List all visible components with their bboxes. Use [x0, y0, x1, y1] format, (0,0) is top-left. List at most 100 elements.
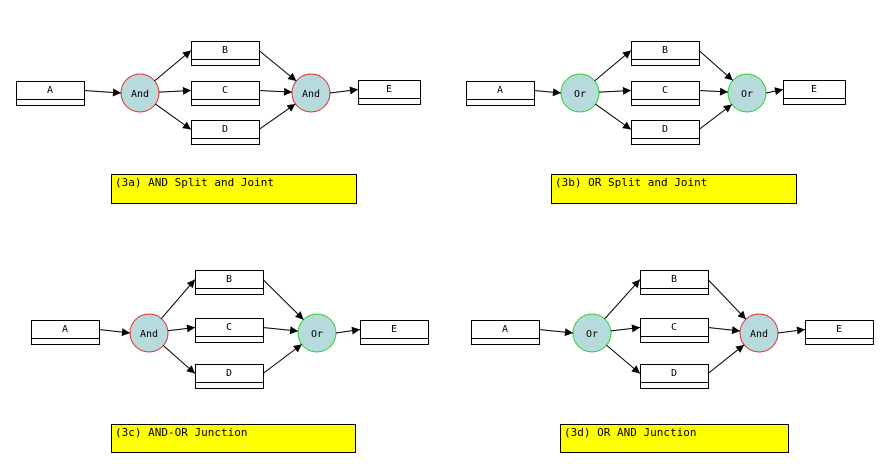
split-gate-or: Or [560, 73, 600, 113]
task-c: C [640, 318, 709, 343]
join-gate-or: Or [727, 73, 767, 113]
task-label: E [386, 84, 392, 95]
task-label: C [226, 322, 232, 333]
task-a: A [466, 81, 535, 106]
edge-split-d [162, 345, 196, 374]
task-box [640, 318, 709, 343]
edge-split-b [161, 279, 196, 319]
edge-b-join [262, 279, 304, 320]
diagram-4: A B C D E Or And (3d) OR AND Junction [471, 270, 874, 453]
task-a: A [471, 320, 540, 345]
diagram-1: A B C D E And And (3a) AND Split and Joint [16, 41, 421, 204]
edge-c-join [698, 87, 729, 96]
edge-split-d [155, 103, 192, 130]
task-box [31, 320, 100, 345]
task-label: C [222, 85, 228, 96]
edge-split-b [154, 50, 192, 82]
task-box [195, 318, 264, 343]
edge-split-c [610, 324, 641, 333]
caption-text: (3b) OR Split and Joint [555, 176, 707, 189]
edge-join-e [777, 326, 806, 335]
task-box [640, 364, 709, 389]
edge-b-join [707, 279, 747, 320]
gate-label: Or [311, 329, 323, 340]
join-gate-or: Or [297, 313, 337, 353]
join-gate-and: And [291, 73, 331, 113]
edge-d-join [707, 344, 745, 374]
task-label: B [671, 274, 677, 285]
split-gate-or: Or [572, 313, 612, 353]
edge-c-join [262, 326, 299, 335]
task-label: A [47, 85, 53, 96]
task-c: C [195, 318, 264, 343]
edge-split-b [594, 50, 632, 82]
task-label: D [222, 124, 228, 135]
task-box [631, 120, 700, 145]
task-label: D [226, 368, 232, 379]
task-b: B [191, 41, 260, 66]
task-label: C [671, 322, 677, 333]
task-b: B [631, 41, 700, 66]
task-box [471, 320, 540, 345]
task-label: B [226, 274, 232, 285]
task-label: E [836, 324, 842, 335]
task-a: A [31, 320, 100, 345]
gate-label: And [750, 329, 768, 340]
task-label: A [502, 324, 508, 335]
task-label: D [671, 368, 677, 379]
task-e: E [783, 80, 846, 105]
task-box [360, 320, 429, 345]
caption-text: (3d) OR AND Junction [564, 426, 696, 439]
task-d: D [195, 364, 264, 389]
caption-box [111, 174, 357, 204]
edge-d-join [698, 104, 733, 130]
task-label: E [811, 84, 817, 95]
task-label: E [391, 324, 397, 335]
caption-box [560, 424, 789, 453]
edge-a-split [98, 328, 131, 337]
task-box [191, 41, 260, 66]
task-label: B [222, 45, 228, 56]
gate-label: And [140, 329, 158, 340]
caption: (3b) OR Split and Joint [551, 174, 797, 204]
task-box [191, 81, 260, 106]
caption: (3a) AND Split and Joint [111, 174, 357, 204]
edge-a-split [83, 88, 122, 97]
edge-join-e [765, 87, 784, 96]
task-box [195, 364, 264, 389]
edge-split-d [606, 344, 641, 374]
split-gate-and: And [120, 73, 160, 113]
gate-label: Or [586, 329, 598, 340]
edge-b-join [258, 50, 297, 82]
task-d: D [191, 120, 260, 145]
join-gate-and: And [739, 313, 779, 353]
task-c: C [191, 81, 260, 106]
diagram-2: A BC D E Or Or (3b) OR Split and Joint [466, 41, 846, 204]
task-b: B [640, 270, 709, 295]
task-c: C [631, 81, 700, 106]
task-box [783, 80, 846, 105]
gate-label: Or [741, 89, 753, 100]
edge-a-split [533, 88, 562, 97]
task-box [16, 81, 85, 106]
task-box [640, 270, 709, 295]
gate-label: And [131, 89, 149, 100]
diagram-3: A B C D E And Or (3c) AND-OR Junction [31, 270, 429, 453]
task-e: E [358, 80, 421, 105]
task-box [466, 81, 535, 106]
caption-text: (3a) AND Split and Joint [115, 176, 274, 189]
gate-label: Or [574, 89, 586, 100]
caption: (3c) AND-OR Junction [111, 424, 356, 453]
edge-c-join [707, 326, 741, 335]
task-box [195, 270, 264, 295]
task-label: D [662, 124, 668, 135]
task-box [631, 81, 700, 106]
edge-join-e [329, 86, 359, 95]
task-e: E [805, 320, 874, 345]
task-box [631, 41, 700, 66]
edge-b-join [698, 50, 734, 81]
task-label: A [497, 85, 503, 96]
gate-label: And [302, 89, 320, 100]
task-box [191, 120, 260, 145]
